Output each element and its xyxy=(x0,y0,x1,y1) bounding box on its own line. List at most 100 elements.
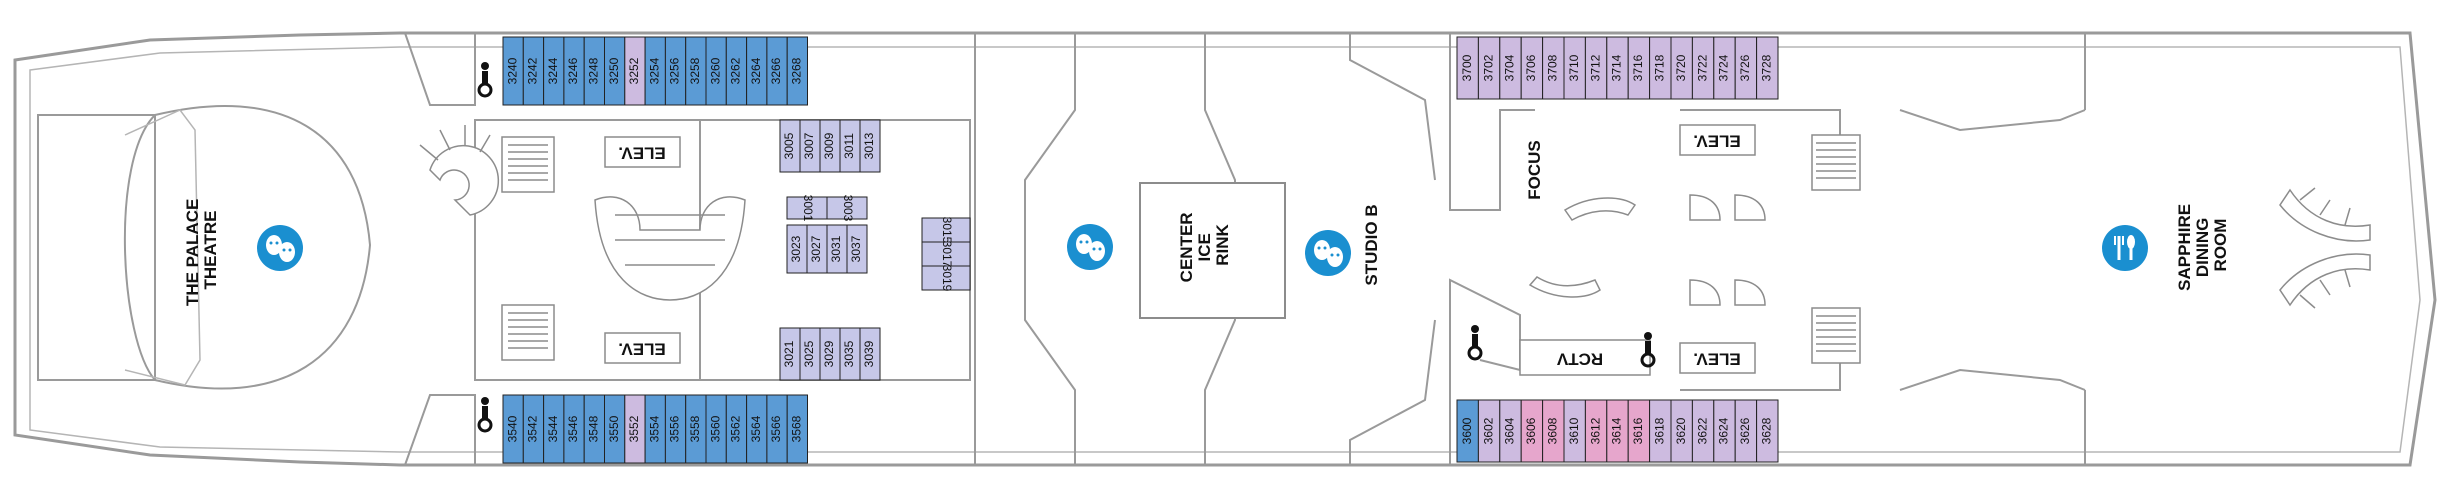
cabin-3712[interactable]: 3712 xyxy=(1584,36,1608,100)
cabin-3017[interactable]: 3017 xyxy=(921,241,971,268)
cabin-3546[interactable]: 3546 xyxy=(563,394,585,464)
cabin-3037[interactable]: 3037 xyxy=(846,224,868,274)
show-icon[interactable] xyxy=(1067,224,1113,270)
cabin-3250[interactable]: 3250 xyxy=(604,36,626,106)
cabin-3025[interactable]: 3025 xyxy=(799,327,821,381)
cabin-3554[interactable]: 3554 xyxy=(644,394,666,464)
cabin-3009[interactable]: 3009 xyxy=(819,119,841,173)
cabin-3700[interactable]: 3700 xyxy=(1456,36,1479,100)
cabin-3620[interactable]: 3620 xyxy=(1670,399,1693,463)
cabin-3722[interactable]: 3722 xyxy=(1691,36,1715,100)
cabin-3562[interactable]: 3562 xyxy=(725,394,748,464)
cabin-3560[interactable]: 3560 xyxy=(705,394,727,464)
cabin-3021[interactable]: 3021 xyxy=(779,327,801,381)
stairs-fwd-top xyxy=(501,136,555,193)
cabin-3714[interactable]: 3714 xyxy=(1606,36,1629,100)
cabin-3608[interactable]: 3608 xyxy=(1542,399,1565,463)
cabin-3266[interactable]: 3266 xyxy=(766,36,788,106)
cabin-3728[interactable]: 3728 xyxy=(1756,36,1779,100)
cabin-3604[interactable]: 3604 xyxy=(1499,399,1522,463)
cabin-3626[interactable]: 3626 xyxy=(1734,399,1758,463)
cabin-3242[interactable]: 3242 xyxy=(522,36,545,106)
cabin-3618[interactable]: 3618 xyxy=(1649,399,1672,463)
cabin-3610[interactable]: 3610 xyxy=(1563,399,1586,463)
cabin-3260[interactable]: 3260 xyxy=(705,36,727,106)
cabin-3716[interactable]: 3716 xyxy=(1627,36,1651,100)
cabin-3262[interactable]: 3262 xyxy=(725,36,748,106)
theatre-label: THE PALACE THEATRE xyxy=(183,199,220,306)
cabin-3720[interactable]: 3720 xyxy=(1670,36,1693,100)
cabin-number: 3610 xyxy=(1567,417,1581,444)
cabin-3602[interactable]: 3602 xyxy=(1477,399,1501,463)
cabin-3039[interactable]: 3039 xyxy=(859,327,881,381)
show-icon[interactable] xyxy=(1305,230,1351,276)
cabin-3702[interactable]: 3702 xyxy=(1477,36,1501,100)
cabin-3566[interactable]: 3566 xyxy=(766,394,788,464)
cabin-3568[interactable]: 3568 xyxy=(786,394,809,464)
cabin-3616[interactable]: 3616 xyxy=(1627,399,1651,463)
cabin-3558[interactable]: 3558 xyxy=(685,394,707,464)
cabin-3035[interactable]: 3035 xyxy=(839,327,861,381)
cabin-3600[interactable]: 3600 xyxy=(1456,399,1479,463)
cabin-3246[interactable]: 3246 xyxy=(563,36,585,106)
cabin-3564[interactable]: 3564 xyxy=(746,394,768,464)
cabin-3001[interactable]: 3001 xyxy=(786,195,828,222)
cabin-number: 3712 xyxy=(1588,54,1602,81)
cabin-3240[interactable]: 3240 xyxy=(502,36,524,106)
cabin-number: 3726 xyxy=(1738,54,1752,81)
cabin-box xyxy=(921,241,971,267)
cabin-3706[interactable]: 3706 xyxy=(1520,36,1544,100)
cabin-number: 3009 xyxy=(822,132,836,159)
cabin-3003[interactable]: 3003 xyxy=(826,195,868,222)
cabin-3718[interactable]: 3718 xyxy=(1649,36,1672,100)
cabin-3015[interactable]: 3015 xyxy=(921,217,971,244)
cabin-3023[interactable]: 3023 xyxy=(786,224,808,274)
cabin-number: 3248 xyxy=(587,57,601,84)
cabin-3005[interactable]: 3005 xyxy=(779,119,801,173)
dining-label-line-2: DINING xyxy=(2193,218,2212,278)
cabin-3540[interactable]: 3540 xyxy=(502,394,524,464)
cabin-3556[interactable]: 3556 xyxy=(664,394,687,464)
cabin-3256[interactable]: 3256 xyxy=(664,36,687,106)
cabin-3726[interactable]: 3726 xyxy=(1734,36,1758,100)
cabin-3708[interactable]: 3708 xyxy=(1542,36,1565,100)
cabin-3628[interactable]: 3628 xyxy=(1756,399,1779,463)
cabin-3550[interactable]: 3550 xyxy=(604,394,626,464)
cabin-3013[interactable]: 3013 xyxy=(859,119,881,173)
dining-icon[interactable] xyxy=(2102,225,2148,271)
cabin-3548[interactable]: 3548 xyxy=(583,394,606,464)
cabin-3606[interactable]: 3606 xyxy=(1520,399,1544,463)
cabin-number: 3568 xyxy=(790,415,804,442)
cabin-number: 3722 xyxy=(1695,54,1709,81)
cabin-3724[interactable]: 3724 xyxy=(1713,36,1736,100)
cabin-3252[interactable]: 3252 xyxy=(624,36,646,106)
cabin-3704[interactable]: 3704 xyxy=(1499,36,1522,100)
cabin-3264[interactable]: 3264 xyxy=(746,36,768,106)
cabin-3542[interactable]: 3542 xyxy=(522,394,545,464)
cabin-3011[interactable]: 3011 xyxy=(839,119,861,173)
cabin-3624[interactable]: 3624 xyxy=(1713,399,1736,463)
cabin-3612[interactable]: 3612 xyxy=(1584,399,1608,463)
cabin-3614[interactable]: 3614 xyxy=(1606,399,1629,463)
rink-label-line-2: ICE xyxy=(1195,233,1214,261)
cabin-3268[interactable]: 3268 xyxy=(786,36,809,106)
cabin-3027[interactable]: 3027 xyxy=(806,224,828,274)
rink-label-line-1: CENTER xyxy=(1177,212,1196,282)
cabin-number: 3566 xyxy=(769,415,783,442)
cabin-3248[interactable]: 3248 xyxy=(583,36,606,106)
cabin-number: 3728 xyxy=(1759,54,1773,81)
show-icon[interactable] xyxy=(257,225,303,271)
cabin-3552[interactable]: 3552 xyxy=(624,394,646,464)
cabin-3019[interactable]: 3019 xyxy=(921,265,971,292)
cabin-3544[interactable]: 3544 xyxy=(543,394,565,464)
cabin-3031[interactable]: 3031 xyxy=(826,224,848,274)
cabin-3029[interactable]: 3029 xyxy=(819,327,841,381)
cabin-3258[interactable]: 3258 xyxy=(685,36,707,106)
cabin-3244[interactable]: 3244 xyxy=(543,36,565,106)
spiral-stairs-fwd xyxy=(419,125,500,216)
cabin-number: 3564 xyxy=(749,415,763,442)
cabin-3254[interactable]: 3254 xyxy=(644,36,666,106)
cabin-3007[interactable]: 3007 xyxy=(799,119,821,173)
cabin-3710[interactable]: 3710 xyxy=(1563,36,1586,100)
cabin-3622[interactable]: 3622 xyxy=(1691,399,1715,463)
